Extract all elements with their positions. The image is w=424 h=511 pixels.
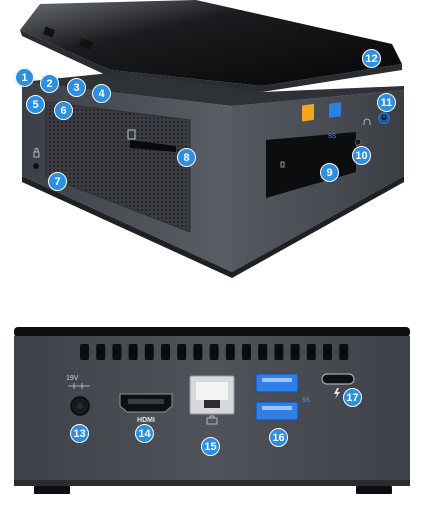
sd-card-slot: [130, 140, 176, 152]
callout-3: 3: [67, 78, 86, 97]
usb-a-port-front: [329, 102, 341, 118]
callout-11: 11: [377, 93, 396, 112]
headset-icon: [363, 118, 371, 125]
foot-right: [356, 486, 392, 494]
callout-8: 8: [177, 148, 196, 167]
callout-16: 16: [269, 428, 288, 447]
callout-4: 4: [92, 84, 111, 103]
vent-slot: [144, 344, 154, 360]
callout-10: 10: [352, 146, 371, 165]
chassis-top-edge: [22, 72, 404, 106]
vent-slot: [128, 344, 138, 360]
usb-a-port-bottom: [255, 401, 299, 421]
vent-slot: [225, 344, 235, 360]
usb-a-port-top: [255, 373, 299, 393]
lid-clip: [78, 38, 94, 50]
vent-slot: [112, 344, 122, 360]
front-panel-inset: [266, 132, 356, 198]
headset-jack: [354, 138, 362, 146]
vent-slot: [323, 344, 332, 360]
callout-5: 5: [26, 95, 45, 114]
vent-slot: [193, 344, 203, 360]
dc-voltage-label: 19V: [66, 375, 79, 382]
charging-icon: [280, 161, 285, 168]
callout-6: 6: [54, 101, 73, 120]
callout-12: 12: [362, 49, 381, 68]
callout-15: 15: [201, 437, 220, 456]
callout-14: 14: [135, 424, 154, 443]
callout-1: 1: [15, 68, 34, 87]
dc-polarity-icon: [68, 383, 90, 389]
callout-2: 2: [40, 74, 59, 93]
vent-slot: [161, 344, 170, 360]
vent-slot: [177, 344, 187, 360]
usb-superspeed-icon: SS: [328, 134, 336, 140]
lock-slot: [33, 163, 39, 169]
vent-slot: [96, 344, 106, 360]
usb-superspeed-icon: SS: [302, 398, 310, 404]
vent-slot: [258, 344, 268, 360]
vent-slot: [274, 344, 284, 360]
vent-slots: [80, 344, 349, 360]
vent-slot: [209, 344, 219, 360]
lid-clip: [42, 26, 56, 38]
callout-13: 13: [70, 424, 89, 443]
callout-17: 17: [343, 388, 362, 407]
nuc-back-view: 19V HDMI SS: [14, 327, 410, 494]
callout-7: 7: [48, 172, 67, 191]
callout-9: 9: [320, 163, 339, 182]
lid: [20, 0, 402, 86]
vent-slot: [306, 344, 316, 360]
vent-slot: [80, 344, 89, 360]
nuc-front-view: SS: [20, 0, 404, 278]
vent-slot: [290, 344, 300, 360]
lock-icon: [33, 148, 40, 158]
hdmi-label: HDMI: [137, 417, 155, 424]
back-bottom-edge: [14, 480, 410, 486]
thunderbolt-icon: [334, 388, 340, 399]
vent-slot: [242, 344, 251, 360]
sd-card-icon: [127, 129, 136, 140]
back-top-cap: [14, 327, 410, 337]
foot-left: [34, 486, 70, 494]
usb-c-port: [321, 373, 355, 385]
vent-mesh: [45, 101, 191, 233]
usb-a-charging-port: [302, 104, 314, 122]
ethernet-icon: [206, 415, 218, 425]
vent-slot: [339, 344, 349, 360]
